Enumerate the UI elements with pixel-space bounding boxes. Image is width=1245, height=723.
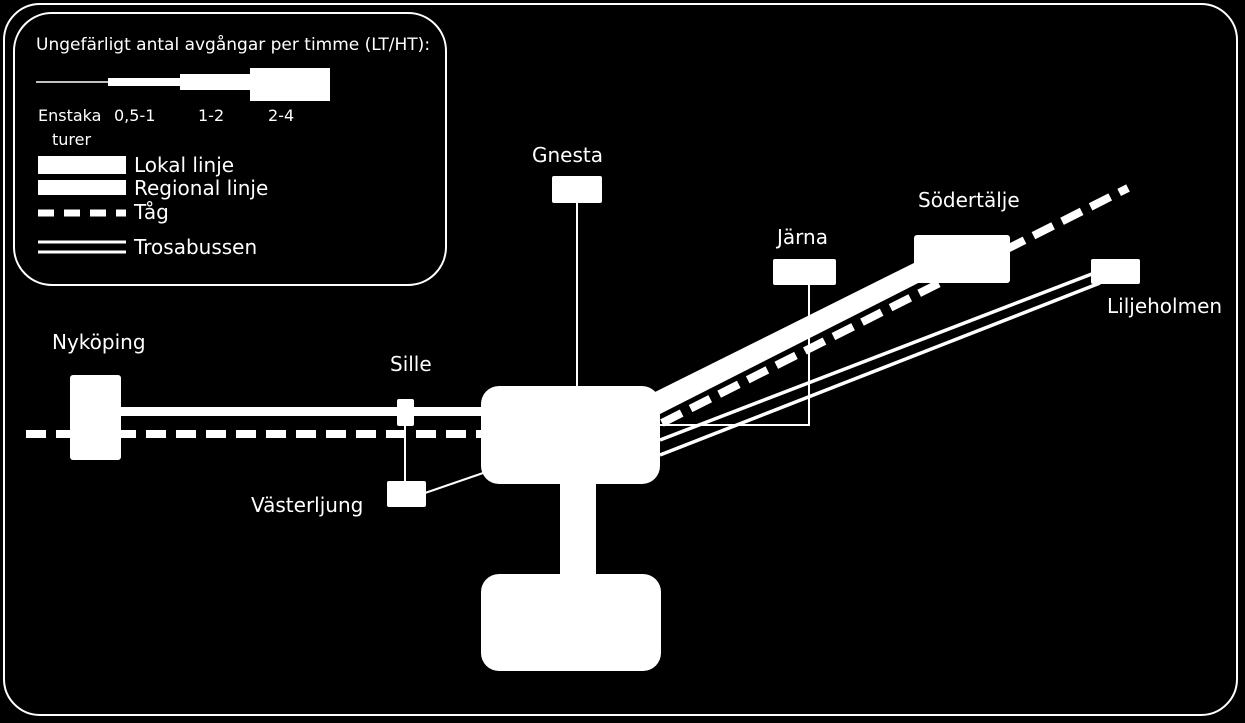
legend-swatch-regional bbox=[38, 180, 126, 195]
legend-scale-2-4 bbox=[250, 68, 330, 101]
route-vasterljung-hub bbox=[424, 471, 487, 494]
station-liljeholmen bbox=[1091, 259, 1140, 284]
place-label-jarna: Järna bbox=[777, 225, 828, 249]
trosabussen-line-b bbox=[659, 281, 1101, 457]
legend-freq-2-4: 2-4 bbox=[268, 106, 295, 125]
legend-label-trosabussen: Trosabussen bbox=[134, 235, 258, 259]
place-label-sodertalje: Södertälje bbox=[918, 188, 1020, 212]
legend-title: Ungefärligt antal avgångar per timme (LT… bbox=[36, 35, 431, 55]
place-label-vasterljung: Västerljung bbox=[251, 493, 364, 517]
place-label-nykoping: Nyköping bbox=[52, 330, 146, 354]
legend-swatch-local bbox=[38, 156, 126, 174]
station-hub bbox=[481, 386, 660, 484]
outer-frame bbox=[3, 3, 1238, 716]
route-hub-sodertalje bbox=[655, 257, 934, 414]
trosabussen-line-a bbox=[659, 270, 1098, 442]
station-nykoping bbox=[70, 375, 121, 460]
legend-scale-05-1 bbox=[108, 78, 180, 86]
legend-scale-1-2 bbox=[180, 74, 250, 90]
route-nykoping-hub bbox=[120, 407, 485, 416]
legend-label-regional: Regional linje bbox=[134, 176, 269, 200]
place-label-liljeholmen: Liljeholmen bbox=[1107, 294, 1223, 318]
legend-label-local: Lokal linje bbox=[134, 153, 235, 177]
route-jarna-hub bbox=[660, 283, 810, 426]
legend-freq-1-2: 1-2 bbox=[198, 106, 225, 125]
station-vasterljung bbox=[387, 481, 426, 507]
station-jarna bbox=[773, 259, 836, 285]
route-hub-south bbox=[560, 476, 596, 580]
legend-freq-turer: turer bbox=[52, 130, 92, 149]
place-label-gnesta: Gnesta bbox=[532, 143, 603, 167]
train-line-east bbox=[660, 184, 1130, 427]
legend-freq-enstaka: Enstaka bbox=[38, 106, 102, 125]
station-south bbox=[481, 574, 661, 671]
place-label-sille: Sille bbox=[390, 352, 432, 376]
station-sille bbox=[397, 399, 414, 426]
legend-box bbox=[13, 12, 447, 286]
station-gnesta bbox=[552, 176, 602, 203]
station-sodertalje bbox=[914, 235, 1010, 283]
legend-freq-05-1: 0,5-1 bbox=[114, 106, 156, 125]
legend-label-train: Tåg bbox=[134, 200, 169, 224]
